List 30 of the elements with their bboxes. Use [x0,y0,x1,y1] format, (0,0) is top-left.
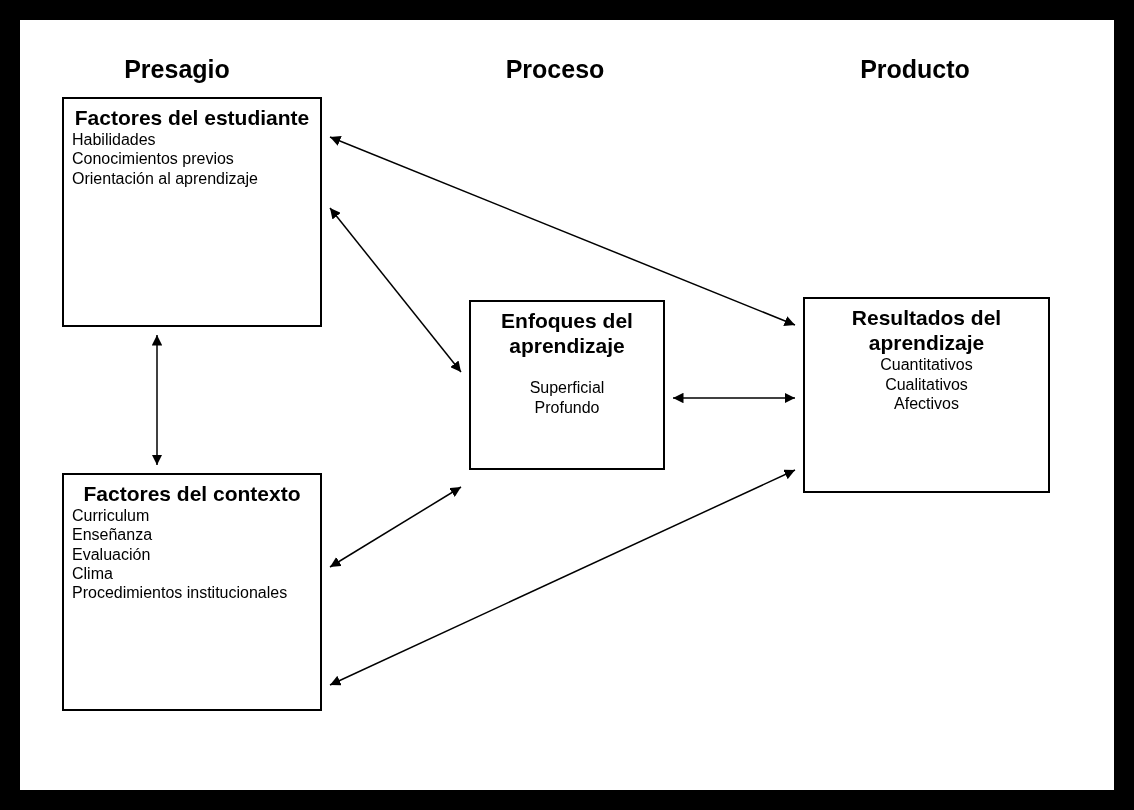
double-arrow [672,392,796,404]
double-arrow [151,334,163,466]
list-item: Enseñanza [72,525,154,545]
list-item: Conocimientos previos [72,149,235,169]
process-box [62,473,322,711]
list-item: Cualitativos [884,374,969,394]
box-heading: Factores del contexto [82,481,302,507]
column-heading: Producto [859,55,971,84]
process-box [469,300,665,470]
double-arrow [329,136,796,326]
list-item: Clima [72,563,114,583]
list-item: Cuantitativos [879,355,974,375]
process-box [62,97,322,327]
column-heading: Presagio [123,55,231,84]
list-item: Superficial [528,378,606,398]
list-item: Habilidades [72,130,157,150]
box-heading: Factores del estudiante [73,105,311,131]
process-box [803,297,1050,493]
list-item: Profundo [533,397,601,417]
list-item: Afectivos [893,393,960,413]
list-item: Orientación al aprendizaje [72,168,259,188]
list-item: Procedimientos institucionales [72,582,289,603]
double-arrow [329,207,462,373]
box-heading: Resultados del aprendizaje [850,305,1003,356]
column-heading: Proceso [504,55,606,84]
box-heading: Enfoques del aprendizaje [500,308,634,359]
double-arrow [329,469,796,686]
list-item: Evaluación [72,544,152,564]
double-arrow [329,486,462,568]
list-item: Curriculum [72,506,151,526]
